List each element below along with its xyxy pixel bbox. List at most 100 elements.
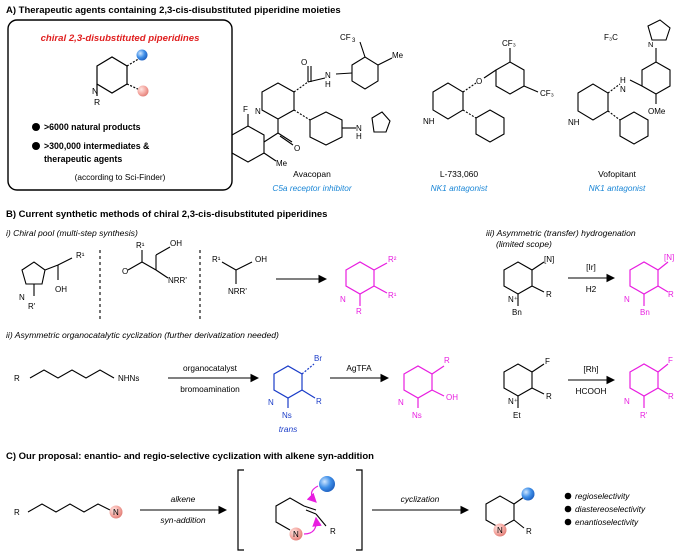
substrate-c-n-ball (109, 505, 123, 519)
prod-iii2-r: R (668, 392, 674, 401)
product-ii-ns: Ns (412, 411, 422, 420)
avacopan-cf3: CF (340, 33, 351, 42)
vofo-f3c: F₃C (604, 33, 618, 42)
box-r: R (94, 97, 100, 107)
product-c (485, 495, 525, 529)
vofo-ome: OMe (648, 107, 666, 116)
chiral-pool-structures (21, 246, 253, 320)
prod-iii2-r1: R' (640, 411, 648, 420)
l733-cf3a: CF₃ (502, 39, 516, 48)
product-iii-2 (629, 363, 669, 408)
pool-r1-sup: R¹ (76, 251, 85, 260)
box-piperidine (96, 56, 141, 96)
avacopan-cf3-sub: 3 (352, 38, 356, 44)
avacopan-h: H (325, 80, 331, 89)
pyr2-r: R (546, 392, 552, 401)
ts-r: R (330, 527, 336, 536)
pool-r1b: R¹ (136, 241, 145, 250)
product-i-r2: R² (388, 255, 397, 264)
product-ii-r: R (444, 356, 450, 365)
label-syn-addition: syn-addition (160, 515, 206, 525)
pyr2-f: F (545, 357, 550, 366)
avacopan-o2: O (294, 144, 300, 153)
label-cyclization: cyclization (401, 494, 440, 504)
avacopan-h2: H (356, 132, 362, 141)
substrate-ii-chain (29, 369, 115, 379)
product-c-n-ball (493, 523, 507, 537)
ts-arrow-top (306, 485, 319, 503)
pool-nrr2: NRR' (228, 287, 247, 296)
reagent-hcooh: HCOOH (576, 386, 607, 396)
bracket-left (237, 469, 244, 551)
drug-name-vofopitant: Vofopitant (598, 169, 636, 179)
vofopitant-structure (577, 19, 671, 145)
product-i (345, 261, 388, 306)
vofo-nh: H (620, 76, 626, 85)
box-n: N (92, 86, 98, 96)
l733-cf3b: CF₃ (540, 89, 554, 98)
avacopan-me2: Me (276, 159, 288, 168)
product-c-n: N (497, 526, 503, 535)
sel-bullet-1 (564, 492, 572, 500)
box-note: (according to Sci-Finder) (75, 172, 166, 182)
product-ii-n: N (398, 398, 404, 407)
pool-o: O (122, 267, 128, 276)
avacopan-f: F (243, 105, 248, 114)
prod-iii1-bn: Bn (640, 308, 650, 317)
trans-ns: Ns (282, 411, 292, 420)
substrate-c-chain (27, 503, 111, 513)
pyr1-bn: Bn (512, 308, 522, 317)
pyr1-r: R (546, 290, 552, 299)
reagent-ir: [Ir] (586, 262, 596, 272)
trans-br: Br (314, 354, 322, 363)
selectivity-3: enantioselectivity (575, 517, 639, 527)
pyr2-n: N⁺ (508, 397, 518, 406)
avacopan-me: Me (392, 51, 404, 60)
pool-oh: OH (55, 285, 67, 294)
box-heading: chiral 2,3-disubstituted piperidines (41, 33, 200, 44)
box-bullet-2a: >300,000 intermediates & (44, 141, 150, 151)
avacopan-n: N (255, 107, 261, 116)
product-ii-oh: OH (446, 393, 458, 402)
drug-activity-vofopitant: NK1 antagonist (589, 183, 646, 193)
product-c-blue-ball (521, 487, 535, 501)
trans-n: N (268, 398, 274, 407)
box-bullet-1: >6000 natural products (44, 122, 141, 132)
prod-iii1-r: R (668, 290, 674, 299)
drug-name-l733060: L-733,060 (440, 169, 479, 179)
method-ii-label: ii) Asymmetric organocatalytic cyclizati… (6, 330, 279, 340)
section-c-title: C) Our proposal: enantio- and regio-sele… (6, 451, 374, 462)
reagent-h2: H2 (586, 284, 597, 294)
substrate-c-n: N (113, 508, 119, 517)
trans-r: R (316, 397, 322, 406)
bullet-dot-2 (32, 142, 40, 150)
l733060-structure (432, 48, 539, 143)
pool-oh3: OH (255, 255, 267, 264)
prod-iii1-n: N (624, 295, 630, 304)
pool-r1c: R¹ (212, 255, 221, 264)
l733-nh: NH (423, 117, 435, 126)
sel-bullet-2 (564, 505, 572, 513)
method-iii-label-b: (limited scope) (496, 239, 552, 249)
substrate-ii-nhns: NHNs (118, 374, 139, 383)
prod-iii1-n-sub: [N] (664, 253, 674, 262)
drug-activity-avacopan: C5a receptor inhibitor (272, 183, 353, 193)
box-bullet-2b: therapeutic agents (44, 154, 122, 164)
l733-o: O (476, 77, 482, 86)
drug-name-avacopan: Avacopan (293, 169, 331, 179)
selectivity-2: diastereoselectivity (575, 504, 646, 514)
pyridinium-2 (503, 363, 545, 408)
reagent-rh: [Rh] (583, 364, 598, 374)
substrate-ii-r: R (14, 374, 20, 383)
transition-state (275, 497, 327, 531)
section-b-title: B) Current synthetic methods of chiral 2… (6, 209, 327, 220)
vofo-n2: N (620, 85, 626, 94)
method-iii-label-a: iii) Asymmetric (transfer) hydrogenation (486, 228, 636, 238)
bracket-right (356, 469, 363, 551)
sel-bullet-3 (564, 518, 572, 526)
trans-label: trans (279, 424, 298, 434)
reagent-organocatalyst: organocatalyst (183, 363, 238, 373)
avacopan-structure (231, 41, 393, 163)
pyridinium-1 (503, 261, 545, 306)
